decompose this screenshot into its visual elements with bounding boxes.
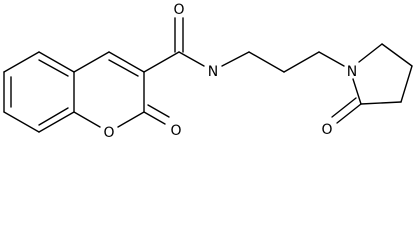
- chemical-structure: O N O O N O: [3, 2, 413, 141]
- bond: [318, 51, 345, 67]
- bond: [352, 78, 362, 105]
- amide-oxygen-label: O: [173, 2, 184, 18]
- lactam-oxygen-label: O: [321, 122, 332, 138]
- amide-nitrogen-label: N: [208, 64, 218, 80]
- bond: [143, 51, 180, 73]
- bond: [108, 59, 139, 77]
- bond: [117, 111, 145, 128]
- bond: [336, 103, 362, 124]
- pyrrolidine-nitrogen-label: N: [347, 64, 357, 80]
- ring-oxygen-label: O: [103, 125, 114, 141]
- bond: [147, 104, 170, 118]
- bond: [400, 65, 413, 103]
- bonds: [3, 17, 413, 133]
- bond: [178, 51, 205, 67]
- bond: [3, 111, 40, 133]
- bond: [108, 51, 145, 73]
- atom-labels: O N O O N O: [103, 2, 357, 141]
- bond: [248, 51, 285, 73]
- bond: [331, 97, 357, 118]
- bond: [38, 59, 69, 77]
- bond: [73, 51, 110, 73]
- bond: [143, 111, 166, 125]
- bond: [283, 51, 320, 73]
- bond: [358, 43, 383, 63]
- lactone-carbonyl-oxygen-label: O: [170, 123, 181, 139]
- bond: [38, 51, 75, 73]
- bond: [73, 111, 101, 128]
- bond: [38, 111, 75, 133]
- bond: [38, 107, 69, 126]
- bond: [360, 101, 402, 105]
- bond: [381, 43, 413, 67]
- bond: [221, 51, 250, 67]
- bond: [3, 51, 40, 73]
